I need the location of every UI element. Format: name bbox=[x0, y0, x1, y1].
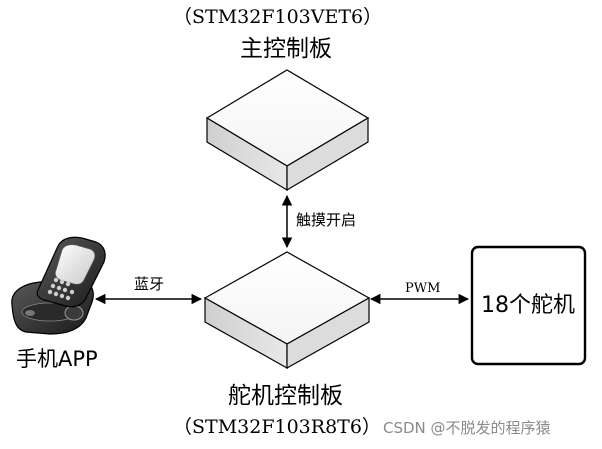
bluetooth-label: 蓝牙 bbox=[134, 275, 165, 293]
phone-icon bbox=[11, 236, 106, 335]
watermark: CSDN @不脱发的程序猿 bbox=[383, 419, 551, 437]
servos-box bbox=[470, 245, 587, 366]
main-board-model: （STM32F103VET6） bbox=[173, 6, 383, 28]
main-board-shape bbox=[205, 69, 370, 192]
servo-board-model: （STM32F103R8T6） bbox=[173, 416, 381, 438]
servo-board-title: 舵机控制板 bbox=[228, 383, 343, 409]
servos-label: 18个舵机 bbox=[481, 293, 575, 318]
main-board-title: 主控制板 bbox=[240, 36, 332, 62]
pwm-label: PWM bbox=[405, 281, 441, 296]
touch-link-label: 触摸开启 bbox=[296, 211, 357, 229]
phone-label: 手机APP bbox=[16, 347, 98, 371]
servo-board-shape bbox=[203, 251, 371, 370]
